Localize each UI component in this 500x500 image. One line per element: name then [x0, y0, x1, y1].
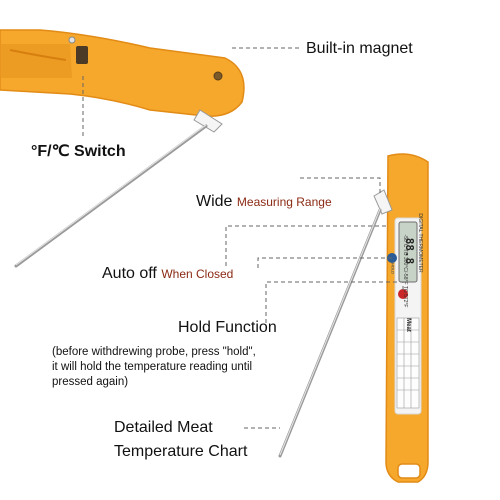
hold-button-label: HOLD: [390, 262, 396, 275]
range-label-sub: Measuring Range: [236, 195, 332, 209]
right-thermometer-body: [385, 153, 429, 483]
brand-badge-icon: [398, 289, 408, 299]
chart-header: Meat: [405, 318, 411, 332]
hold-note-line-2: it will hold the temperature reading unt…: [52, 361, 253, 373]
switch-label: °F/℃ Switch: [31, 143, 126, 160]
magnet-label: Built-in magnet: [306, 40, 413, 57]
top-thermometer-body: [0, 29, 245, 117]
auto-off-label-main: Auto off: [102, 265, 157, 282]
leader-lines: [82, 47, 404, 429]
chart-label-line-1: Detailed Meat: [114, 419, 213, 436]
chart-label-line-2: Temperature Chart: [114, 443, 248, 460]
range-label-main: Wide: [196, 193, 233, 210]
temperature-chart-grid: [396, 317, 420, 409]
lcd-display: [398, 221, 418, 283]
hold-function-title: Hold Function: [178, 319, 277, 336]
range-label: Wide Measuring Range: [196, 194, 332, 210]
auto-off-label: Auto off When Closed: [102, 266, 233, 282]
switch-screw-icon: [213, 71, 223, 81]
range-text: -50°C TO 300°C/-58°F TO 572°F: [402, 234, 408, 308]
magnet-icon: [76, 46, 88, 64]
hold-note-line-3: pressed again): [52, 376, 129, 388]
top-probe: [14, 124, 208, 268]
brand-text: DIGITAL THERMOMETER: [417, 213, 423, 273]
hold-note-line-1: (before withdrewing probe, press "hold",: [52, 346, 256, 358]
hold-note: (before withdrewing probe, press "hold",…: [52, 345, 312, 390]
auto-off-label-sub: When Closed: [161, 267, 234, 281]
